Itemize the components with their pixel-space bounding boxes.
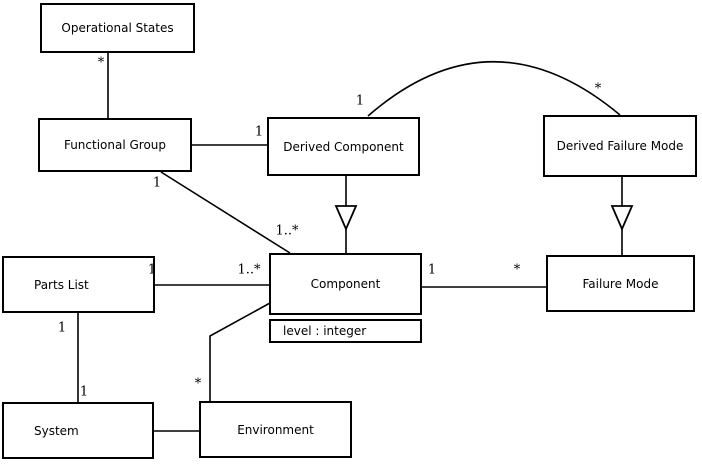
class-label-failure-mode: Failure Mode bbox=[582, 276, 659, 291]
multiplicity-operational-states-end: * bbox=[97, 55, 105, 71]
class-label-functional-group: Functional Group bbox=[63, 138, 167, 152]
edge-environment-component bbox=[209, 302, 271, 401]
attribute-label-level-integer: level : integer bbox=[283, 324, 367, 338]
multiplicity-parts-list-system-bottom: 1 bbox=[79, 384, 89, 400]
multiplicity-derived-component-end: 1 bbox=[254, 124, 264, 140]
class-box-operational-states[interactable]: Operational States bbox=[40, 3, 195, 53]
class-box-functional-group[interactable]: Functional Group bbox=[38, 118, 192, 172]
class-label-derived-component: Derived Component bbox=[283, 139, 404, 154]
class-box-environment[interactable]: Environment bbox=[199, 401, 352, 458]
class-box-failure-mode[interactable]: Failure Mode bbox=[546, 255, 695, 312]
generalization-triangle-icon bbox=[610, 205, 634, 232]
multiplicity-arc-derived-failure-mode-end: * bbox=[594, 81, 602, 97]
class-box-parts-list[interactable]: Parts List bbox=[2, 256, 155, 313]
edge-functional-group-component bbox=[160, 171, 291, 254]
multiplicity-component-end-functional-group: 1..* bbox=[275, 223, 299, 239]
class-box-system[interactable]: System bbox=[2, 402, 154, 459]
class-box-derived-failure-mode[interactable]: Derived Failure Mode bbox=[543, 115, 697, 177]
edge-derived-component-derived-failure-mode-arc bbox=[367, 60, 621, 117]
class-label-environment: Environment bbox=[237, 422, 314, 437]
class-label-parts-list: Parts List bbox=[34, 277, 89, 292]
multiplicity-environment-end: * bbox=[194, 376, 202, 392]
multiplicity-arc-derived-component-end: 1 bbox=[355, 93, 365, 109]
class-box-derived-component[interactable]: Derived Component bbox=[267, 117, 420, 176]
class-label-component: Component bbox=[310, 277, 381, 291]
class-label-system: System bbox=[34, 423, 79, 438]
class-box-component[interactable]: Component bbox=[269, 253, 422, 315]
generalization-triangle-icon bbox=[334, 205, 358, 232]
multiplicity-component-end-parts-list: 1..* bbox=[237, 262, 261, 278]
multiplicity-parts-list-system-top: 1 bbox=[57, 320, 67, 336]
class-label-derived-failure-mode: Derived Failure Mode bbox=[556, 139, 684, 153]
multiplicity-functional-group-end: 1 bbox=[152, 175, 162, 191]
multiplicity-component-end-failure-mode: 1 bbox=[427, 262, 437, 278]
multiplicity-parts-list-end: 1 bbox=[147, 262, 157, 278]
class-label-operational-states: Operational States bbox=[61, 21, 174, 35]
multiplicity-failure-mode-end: * bbox=[513, 262, 521, 278]
component-attribute-compartment[interactable]: level : integer bbox=[269, 319, 422, 343]
